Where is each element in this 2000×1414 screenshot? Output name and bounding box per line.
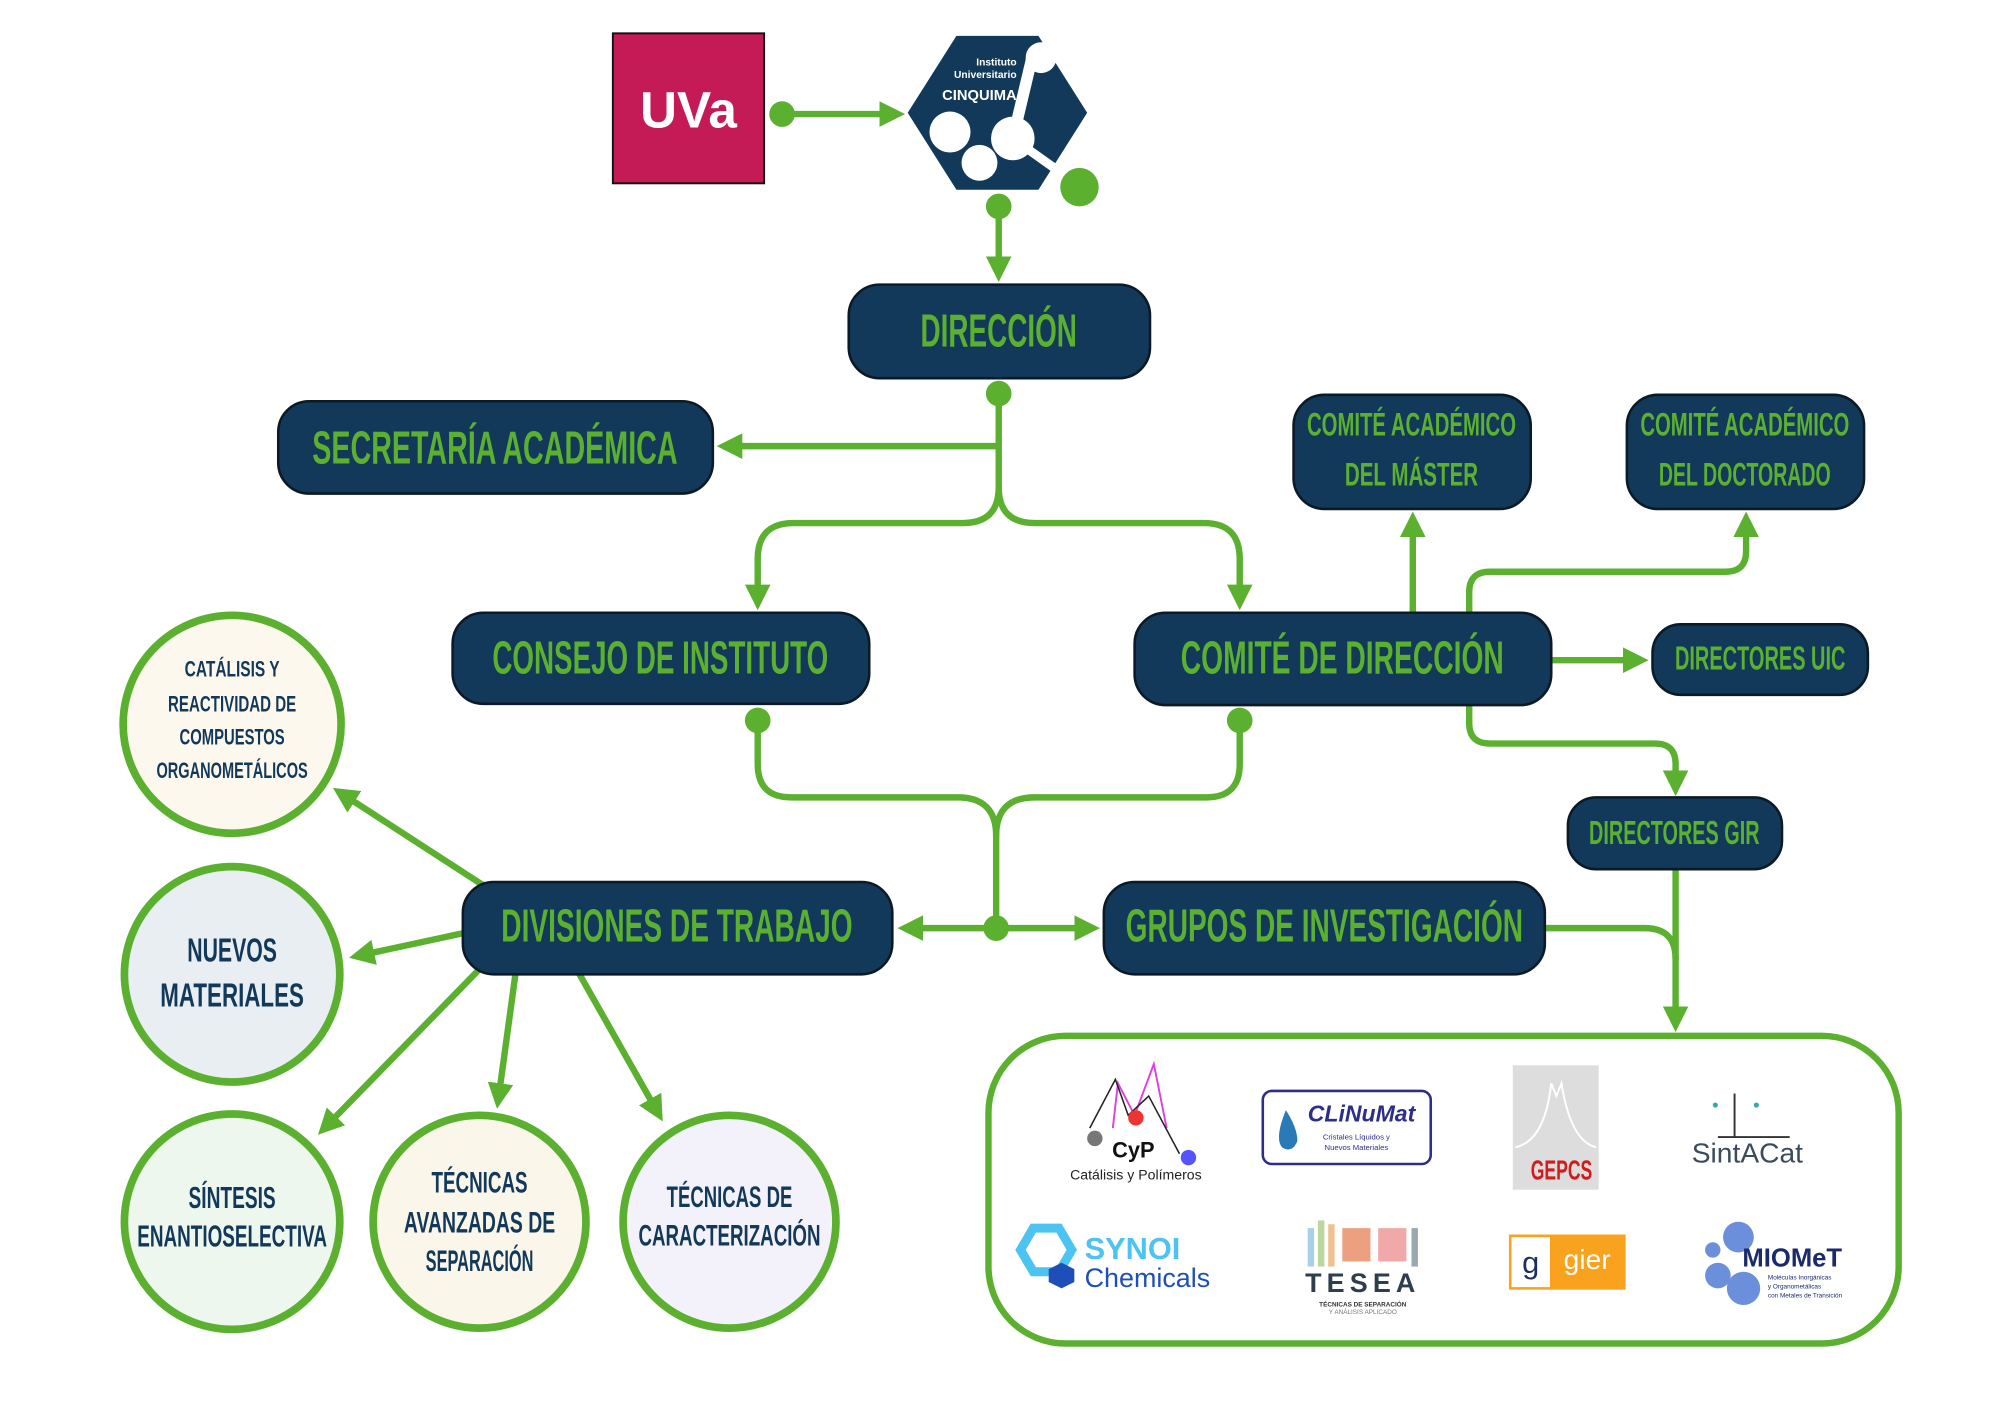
logo-gier: g gier	[1508, 1234, 1626, 1290]
node-secretaria-academica: SECRETARÍA ACADÉMICA	[276, 399, 715, 495]
svg-text:Moléculas Inorgánicas: Moléculas Inorgánicas	[1768, 1274, 1832, 1281]
svg-text:COMPUESTOS: COMPUESTOS	[180, 725, 285, 750]
svg-text:UVa: UVa	[640, 82, 737, 139]
svg-text:COMITÉ ACADÉMICO: COMITÉ ACADÉMICO	[1640, 406, 1849, 442]
svg-text:con Metales de Transición: con Metales de Transición	[1768, 1292, 1843, 1299]
logo-tesea: TESEA TÉCNICAS DE SEPARACIÓN Y ANÁLISIS …	[1305, 1220, 1420, 1316]
svg-text:Cristales Líquidos y: Cristales Líquidos y	[1323, 1133, 1390, 1142]
logo-miomet: MIOMeT Moléculas Inorgánicas y Organomet…	[1705, 1221, 1843, 1306]
svg-text:Y ANÁLISIS APLICADO: Y ANÁLISIS APLICADO	[1329, 1307, 1397, 1316]
svg-text:CATÁLISIS Y: CATÁLISIS Y	[185, 657, 280, 682]
svg-text:ORGANOMETÁLICOS: ORGANOMETÁLICOS	[156, 758, 307, 783]
svg-text:CONSEJO DE INSTITUTO: CONSEJO DE INSTITUTO	[492, 632, 828, 684]
svg-text:GRUPOS DE INVESTIGACIÓN: GRUPOS DE INVESTIGACIÓN	[1126, 900, 1523, 952]
svg-text:COMITÉ DE DIRECCIÓN: COMITÉ DE DIRECCIÓN	[1181, 632, 1504, 684]
svg-text:Universitario: Universitario	[954, 70, 1017, 81]
svg-text:TESEA: TESEA	[1305, 1268, 1420, 1298]
uva-logo: UVa	[611, 32, 766, 185]
division-catalisis: CATÁLISIS Y REACTIVIDAD DE COMPUESTOS OR…	[119, 611, 345, 838]
svg-text:SYNOI: SYNOI	[1085, 1231, 1181, 1266]
svg-text:MIOMeT: MIOMeT	[1742, 1245, 1842, 1273]
svg-text:NUEVOS: NUEVOS	[187, 933, 277, 970]
logo-sintacat: SintACat	[1692, 1093, 1803, 1169]
svg-text:DIRECCIÓN: DIRECCIÓN	[921, 305, 1077, 357]
division-nuevos-materiales: NUEVOS MATERIALES	[120, 862, 344, 1086]
node-comite-master: COMITÉ ACADÉMICO DEL MÁSTER	[1292, 393, 1533, 511]
svg-text:COMITÉ ACADÉMICO: COMITÉ ACADÉMICO	[1307, 406, 1516, 442]
svg-text:Chemicals: Chemicals	[1085, 1263, 1211, 1293]
logo-cyp: CyP Catálisis y Polímeros	[1070, 1060, 1202, 1182]
node-consejo-instituto: CONSEJO DE INSTITUTO	[451, 611, 871, 706]
division-tecnicas-caracterizacion: TÉCNICAS DE CARACTERIZACIÓN	[619, 1111, 840, 1332]
svg-text:Instituto: Instituto	[976, 57, 1016, 68]
svg-text:SintACat: SintACat	[1692, 1137, 1803, 1169]
node-comite-direccion: COMITÉ DE DIRECCIÓN	[1133, 611, 1553, 707]
svg-text:ENANTIOSELECTIVA: ENANTIOSELECTIVA	[137, 1218, 327, 1253]
svg-text:SECRETARÍA ACADÉMICA: SECRETARÍA ACADÉMICA	[312, 421, 677, 473]
svg-text:CLiNuMat: CLiNuMat	[1308, 1101, 1417, 1127]
svg-text:AVANZADAS DE: AVANZADAS DE	[404, 1206, 555, 1239]
svg-text:gier: gier	[1564, 1243, 1611, 1275]
svg-text:Nuevos Materiales: Nuevos Materiales	[1325, 1143, 1389, 1152]
svg-text:TÉCNICAS DE SEPARACIÓN: TÉCNICAS DE SEPARACIÓN	[1319, 1299, 1407, 1308]
svg-text:DIRECTORES GIR: DIRECTORES GIR	[1589, 815, 1760, 852]
cinquima-logo: Instituto Universitario CINQUIMA	[907, 35, 1099, 207]
svg-text:DEL MÁSTER: DEL MÁSTER	[1345, 456, 1478, 492]
svg-text:y Organometálicas: y Organometálicas	[1768, 1283, 1821, 1290]
node-grupos-investigacion: GRUPOS DE INVESTIGACIÓN	[1102, 880, 1547, 976]
svg-text:g: g	[1522, 1245, 1539, 1280]
node-direccion: DIRECCIÓN	[847, 283, 1152, 380]
logo-clinumat: CLiNuMat Cristales Líquidos y Nuevos Mat…	[1261, 1089, 1433, 1166]
node-directores-gir: DIRECTORES GIR	[1566, 796, 1784, 871]
svg-text:TÉCNICAS: TÉCNICAS	[431, 1166, 527, 1200]
node-comite-doctorado: COMITÉ ACADÉMICO DEL DOCTORADO	[1625, 393, 1866, 511]
logo-gepcs: GEPCS	[1512, 1065, 1599, 1190]
division-tecnicas-separacion: TÉCNICAS AVANZADAS DE SEPARACIÓN	[369, 1111, 590, 1332]
svg-text:GEPCS: GEPCS	[1531, 1153, 1593, 1185]
division-sintesis-enantioselectiva: SÍNTESIS ENANTIOSELECTIVA	[120, 1110, 344, 1334]
connectors	[318, 101, 1759, 1135]
node-divisiones-trabajo: DIVISIONES DE TRABAJO	[461, 880, 894, 976]
svg-text:CINQUIMA: CINQUIMA	[942, 88, 1017, 104]
svg-text:CARACTERIZACIÓN: CARACTERIZACIÓN	[638, 1218, 820, 1252]
node-directores-uic: DIRECTORES UIC	[1651, 623, 1870, 697]
svg-text:CyP: CyP	[1112, 1138, 1154, 1163]
svg-text:Catálisis y Polímeros: Catálisis y Polímeros	[1070, 1166, 1202, 1182]
svg-text:REACTIVIDAD DE: REACTIVIDAD DE	[168, 691, 296, 716]
logo-synoi: SYNOI Chemicals	[1015, 1223, 1211, 1293]
svg-text:DEL DOCTORADO: DEL DOCTORADO	[1659, 456, 1831, 492]
research-groups-panel: CyP Catálisis y Polímeros CLiNuMat Crist…	[985, 1032, 1902, 1347]
svg-text:SEPARACIÓN: SEPARACIÓN	[426, 1244, 534, 1278]
svg-text:DIVISIONES DE TRABAJO: DIVISIONES DE TRABAJO	[501, 900, 852, 952]
svg-text:TÉCNICAS DE: TÉCNICAS DE	[667, 1180, 793, 1214]
svg-text:MATERIALES: MATERIALES	[160, 978, 304, 1015]
svg-text:SÍNTESIS: SÍNTESIS	[189, 1180, 276, 1215]
svg-text:DIRECTORES UIC: DIRECTORES UIC	[1675, 640, 1846, 677]
